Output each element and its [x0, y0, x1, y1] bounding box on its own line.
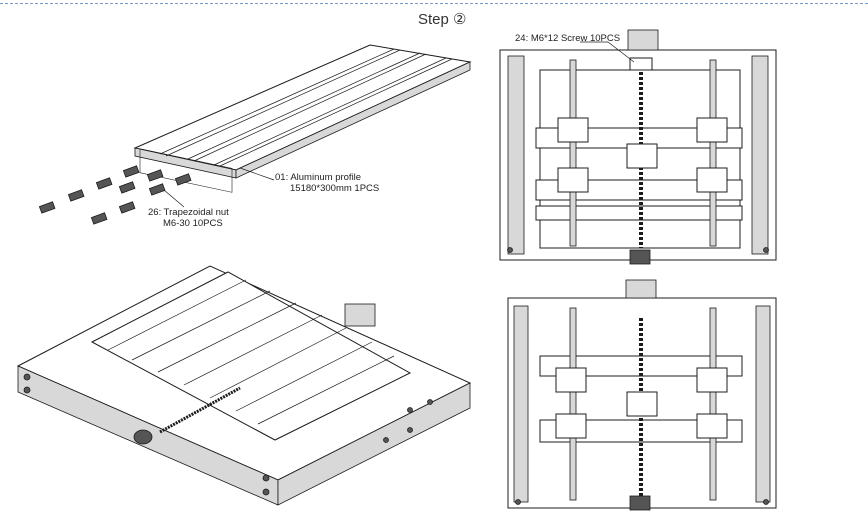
- dashed-separator: [0, 3, 868, 4]
- aluminum-profile-label-line2: 15180*300mm 1PCS: [290, 183, 380, 194]
- trapezoidal-nut-label-line2: M6-30 10PCS: [163, 218, 223, 229]
- trapezoidal-nut-label-line1: 26: Trapezoidal nut: [148, 207, 229, 218]
- trapezoidal-nut-group: [38, 165, 192, 225]
- screw-callout-label: 24: M6*12 Screw 10PCS: [515, 33, 621, 44]
- aluminum-profile-label-line1: 01: Aluminum profile: [275, 172, 362, 183]
- step-title: Step ②: [418, 11, 467, 28]
